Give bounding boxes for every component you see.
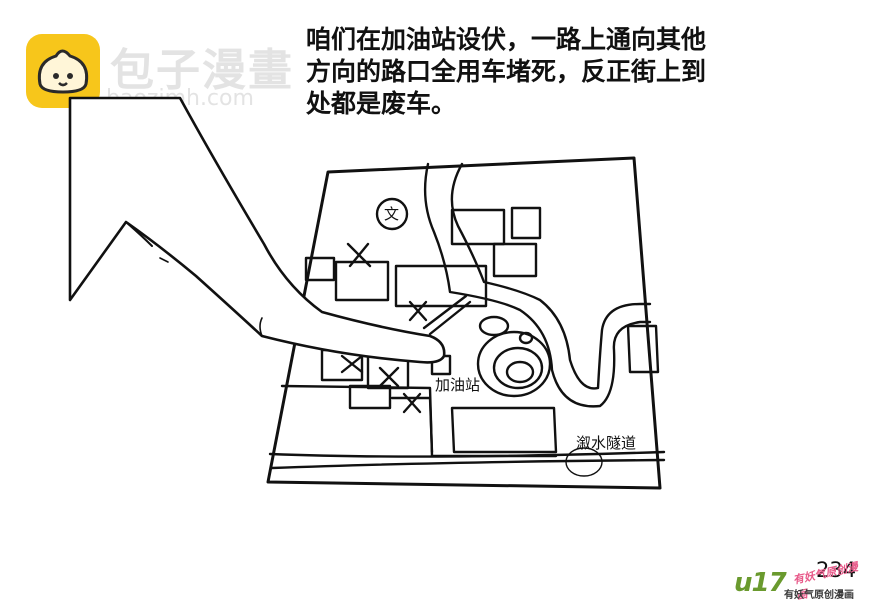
blockade-x-mark	[408, 300, 428, 322]
school-marker-label: 文	[384, 205, 400, 223]
hill-contour	[518, 331, 534, 345]
blockade-x-mark	[346, 242, 372, 268]
publisher-badge: u17 有妖气原创漫画 有妖气原创漫画	[734, 560, 868, 602]
map-block	[390, 396, 434, 454]
street	[268, 450, 666, 458]
blockade-x-mark	[378, 366, 400, 388]
tunnel-circle	[565, 447, 603, 477]
map-block	[394, 264, 488, 308]
map-block	[304, 256, 336, 282]
hand-crease	[259, 317, 263, 337]
narration-box: 咱们在加油站设伏，一路上通向其他 方向的路口全用车堵死，反正街上到 处都是废车。	[306, 24, 806, 120]
map-block	[450, 208, 506, 246]
narration-line: 咱们在加油站设伏，一路上通向其他	[306, 25, 707, 54]
map-block	[626, 324, 660, 374]
river	[450, 162, 652, 390]
narration-line: 方向的路口全用车堵死，反正街上到	[306, 57, 707, 86]
publisher-tagline: 有妖气原创漫画	[784, 590, 854, 601]
hill-contour	[476, 330, 552, 398]
hill-contour	[478, 315, 510, 337]
hill-contour	[492, 346, 544, 390]
school-marker	[375, 197, 409, 231]
map-block	[450, 406, 558, 454]
road-barricade	[422, 294, 472, 336]
watermark-site-name: 包子漫畫	[110, 45, 294, 96]
river	[423, 162, 652, 408]
hill-contour	[505, 360, 535, 384]
page-number: 234	[816, 558, 857, 582]
map-paper-outline	[266, 156, 662, 490]
pointing-hand	[125, 221, 153, 247]
bun-face-icon	[26, 34, 100, 108]
pointing-hand	[159, 257, 169, 263]
blockade-x-mark	[340, 354, 364, 374]
map-block	[348, 384, 392, 410]
blockade-x-mark	[402, 392, 422, 414]
narration-line: 处都是废车。	[306, 89, 457, 118]
publisher-logo: u17	[734, 568, 787, 598]
pointing-hand	[68, 96, 446, 364]
gas-station-label: 加油站	[435, 376, 481, 394]
tunnel-label: 溆水隧道	[576, 434, 637, 452]
map-block	[492, 242, 538, 278]
map-block	[334, 260, 390, 302]
street	[270, 458, 666, 470]
map-block	[510, 206, 542, 240]
